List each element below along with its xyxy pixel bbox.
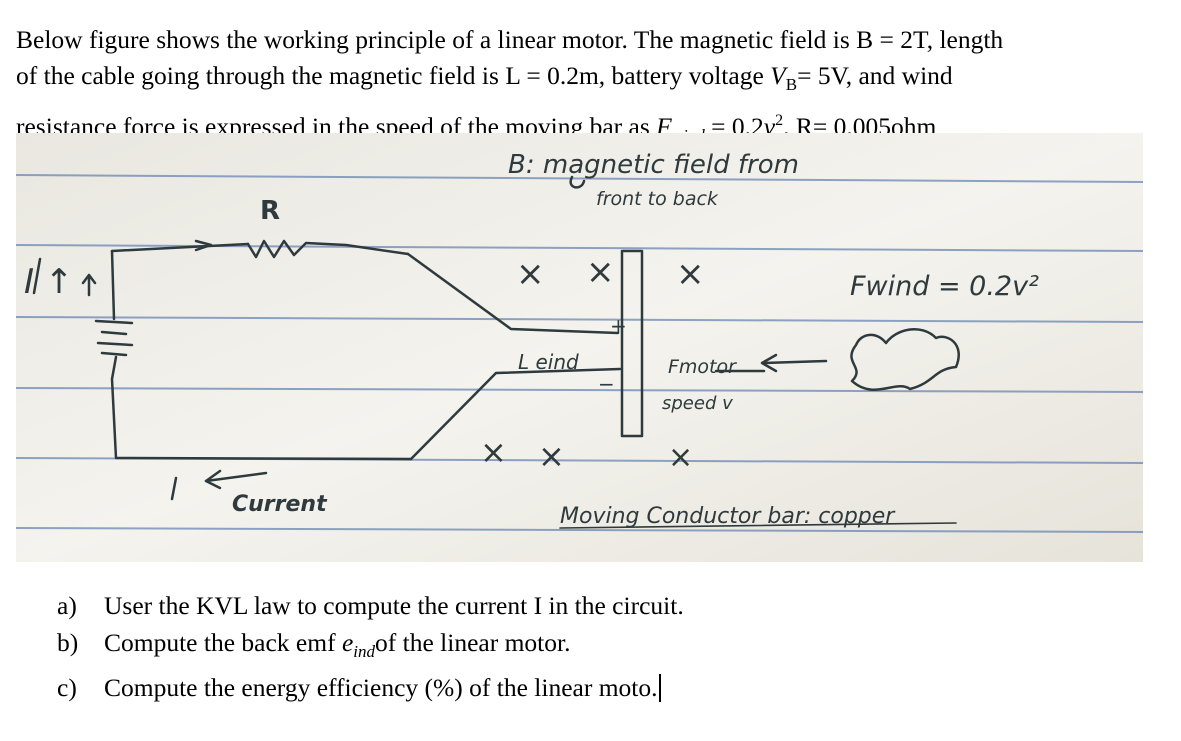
note-swoosh xyxy=(569,175,586,189)
ruled-line xyxy=(16,527,1143,533)
bottom-wire xyxy=(110,355,413,461)
text-cursor[interactable] xyxy=(658,674,661,702)
question-a-label: a) xyxy=(57,591,77,620)
emf-label: L eind xyxy=(518,350,579,374)
problem-line-2-text: of the cable going through the magnetic … xyxy=(16,61,771,90)
current-up-arrow-head xyxy=(81,273,97,285)
top-wire xyxy=(110,242,250,253)
question-c: c) Compute the energy efficiency (%) of … xyxy=(57,670,684,707)
field-x-mark: × xyxy=(538,437,565,475)
ruled-line xyxy=(16,174,1143,183)
battery-voltage-symbol: V xyxy=(770,61,786,90)
battery-plate xyxy=(96,341,134,347)
question-b-text: Compute the back emf xyxy=(104,627,342,657)
field-x-mark: × xyxy=(516,254,545,294)
field-note-line-2: front to back xyxy=(596,188,719,210)
field-x-mark: × xyxy=(586,252,615,292)
battery-plate xyxy=(94,319,134,325)
question-b: b) Compute the back emf eindof the linea… xyxy=(57,625,684,671)
motor-force-arrow-head xyxy=(760,353,778,373)
battery-plate xyxy=(100,351,128,357)
notebook-paper xyxy=(16,133,1143,562)
battery-top-wire xyxy=(110,249,116,321)
circuit-photo: B: magnetic field from front to back R I… xyxy=(16,133,1143,562)
question-b-text-end: of the linear motor. xyxy=(375,627,571,657)
battery-voltage-subscript: B xyxy=(785,75,798,94)
current-label: Current xyxy=(232,492,328,517)
motor-force-label: Fmotor xyxy=(668,356,737,378)
resistor-zigzag xyxy=(246,239,410,259)
current-symbol: I ↑ xyxy=(24,262,73,302)
current-I-mark xyxy=(32,257,42,295)
ruled-line xyxy=(16,387,1143,393)
plus-sign: + xyxy=(610,314,627,338)
wind-force-label: Fwind = 0.2v² xyxy=(850,271,1039,302)
speed-symbol: v xyxy=(763,112,776,141)
question-b-label: b) xyxy=(57,627,79,657)
moving-bar-label: Moving Conductor bar: copper xyxy=(560,504,896,529)
question-c-text: Compute the energy efficiency (%) of the… xyxy=(104,673,658,702)
minus-sign: − xyxy=(598,372,615,396)
speed-exponent: 2 xyxy=(775,112,784,129)
question-a-text: User the KVL law to compute the current … xyxy=(104,591,684,620)
motor-force-arrow-shaft xyxy=(762,359,828,365)
current-arrow-bottom xyxy=(204,471,268,483)
field-x-mark: × xyxy=(676,254,705,294)
back-emf-subscript: ind xyxy=(353,641,375,661)
ruled-lines xyxy=(16,174,1143,533)
circuit-sketch: B: magnetic field from front to back R I… xyxy=(16,133,1143,562)
field-x-mark: × xyxy=(668,440,693,475)
question-a: a) User the KVL law to compute the curre… xyxy=(57,588,684,625)
problem-line-2-end: = 5V, and wind xyxy=(797,61,953,90)
current-arrow-bottom-head xyxy=(204,469,222,490)
label-underline xyxy=(559,522,957,529)
problem-line-1-text: Below figure shows the working principle… xyxy=(16,25,1004,54)
question-list: a) User the KVL law to compute the curre… xyxy=(57,588,684,707)
resistor-label: R xyxy=(260,196,280,226)
field-x-mark: × xyxy=(480,433,507,471)
circuit-drawing xyxy=(32,175,960,529)
battery-plate xyxy=(100,330,128,336)
question-c-label: c) xyxy=(57,673,77,702)
moving-bar xyxy=(620,249,644,438)
problem-line-1: Below figure shows the working principle… xyxy=(16,22,1166,58)
lower-diagonal-wire xyxy=(409,367,622,461)
current-arrow-top xyxy=(194,239,213,252)
ruled-line xyxy=(16,316,1143,323)
current-tick xyxy=(170,476,178,501)
upper-diagonal-wire xyxy=(406,252,620,335)
speed-label: speed v xyxy=(662,393,733,414)
problem-line-2: of the cable going through the magnetic … xyxy=(16,58,1166,103)
wind-cloud xyxy=(850,328,960,391)
back-emf-symbol: e xyxy=(341,627,354,657)
field-note-line-1: B: magnetic field from xyxy=(508,150,799,180)
